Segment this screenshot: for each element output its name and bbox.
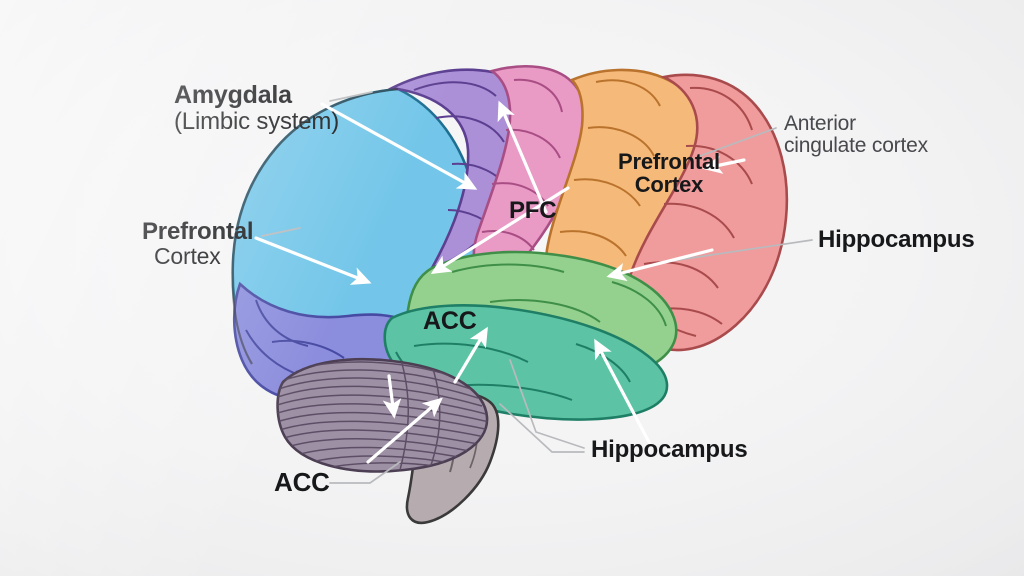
arrow-hippocampus-to-frontal <box>606 248 714 282</box>
label-amygdala-line2: (Limbic system) <box>174 107 340 135</box>
label-hippocampus-right: Hippocampus <box>818 226 975 253</box>
leader-anterior-cingulate <box>699 127 777 157</box>
arrow-cerebellum-down <box>382 374 402 419</box>
label-anterior-cingulate-cortex-line1: Anterior <box>784 112 856 135</box>
label-prefrontal-cortex-left-line2: Cortex <box>154 243 221 270</box>
label-amygdala-line1: Amygdala <box>174 81 292 109</box>
arrow-pfc-right-to-green <box>430 186 570 274</box>
arrow-pfc-inner-to-pink <box>497 100 548 214</box>
arrow-anterior-to-salmon <box>702 155 746 174</box>
label-prefrontal-cortex-right: Prefrontal Cortex <box>618 150 720 197</box>
leader-acc-left <box>329 461 401 484</box>
leader-hippocampus-right <box>663 239 813 263</box>
leader-amygdala <box>329 91 373 102</box>
label-hippocampus-bottom: Hippocampus <box>591 436 748 463</box>
label-prefrontal-cortex-left: Prefrontal Cortex <box>142 218 254 270</box>
leader-hippocampus-bottom-a <box>509 359 585 449</box>
label-anterior-cingulate-cortex-line2: cingulate cortex <box>784 134 928 158</box>
region-prefrontal-salmon <box>624 73 789 352</box>
label-acc-left: ACC <box>274 467 330 497</box>
label-prefrontal-cortex-left-line1: Prefrontal <box>142 218 254 245</box>
label-prefrontal-cortex-right-line2: Cortex <box>634 172 704 198</box>
arrow-hippocampus-to-temporal <box>594 338 652 446</box>
connection-arrows <box>254 100 746 464</box>
leader-prefrontal-left <box>261 227 301 237</box>
label-pfc-inner: PFC <box>509 197 557 224</box>
leader-hippocampus-bottom-b <box>499 403 585 453</box>
label-anterior-cingulate-cortex: Anterior cingulate cortex <box>784 112 928 158</box>
label-prefrontal-cortex-right-line1: Prefrontal <box>618 149 720 174</box>
leader-lines <box>261 91 813 484</box>
brain-outline <box>231 87 399 365</box>
arrow-acc-left-to-cerebellum <box>366 397 443 464</box>
arrow-pfc-left-to-occipital <box>254 236 372 285</box>
arrow-acc-inner-up <box>453 326 488 384</box>
label-acc-inner: ACC <box>423 307 477 335</box>
label-amygdala: Amygdala (Limbic system) <box>174 82 339 134</box>
arrow-amygdala-to-parietal <box>320 102 478 190</box>
